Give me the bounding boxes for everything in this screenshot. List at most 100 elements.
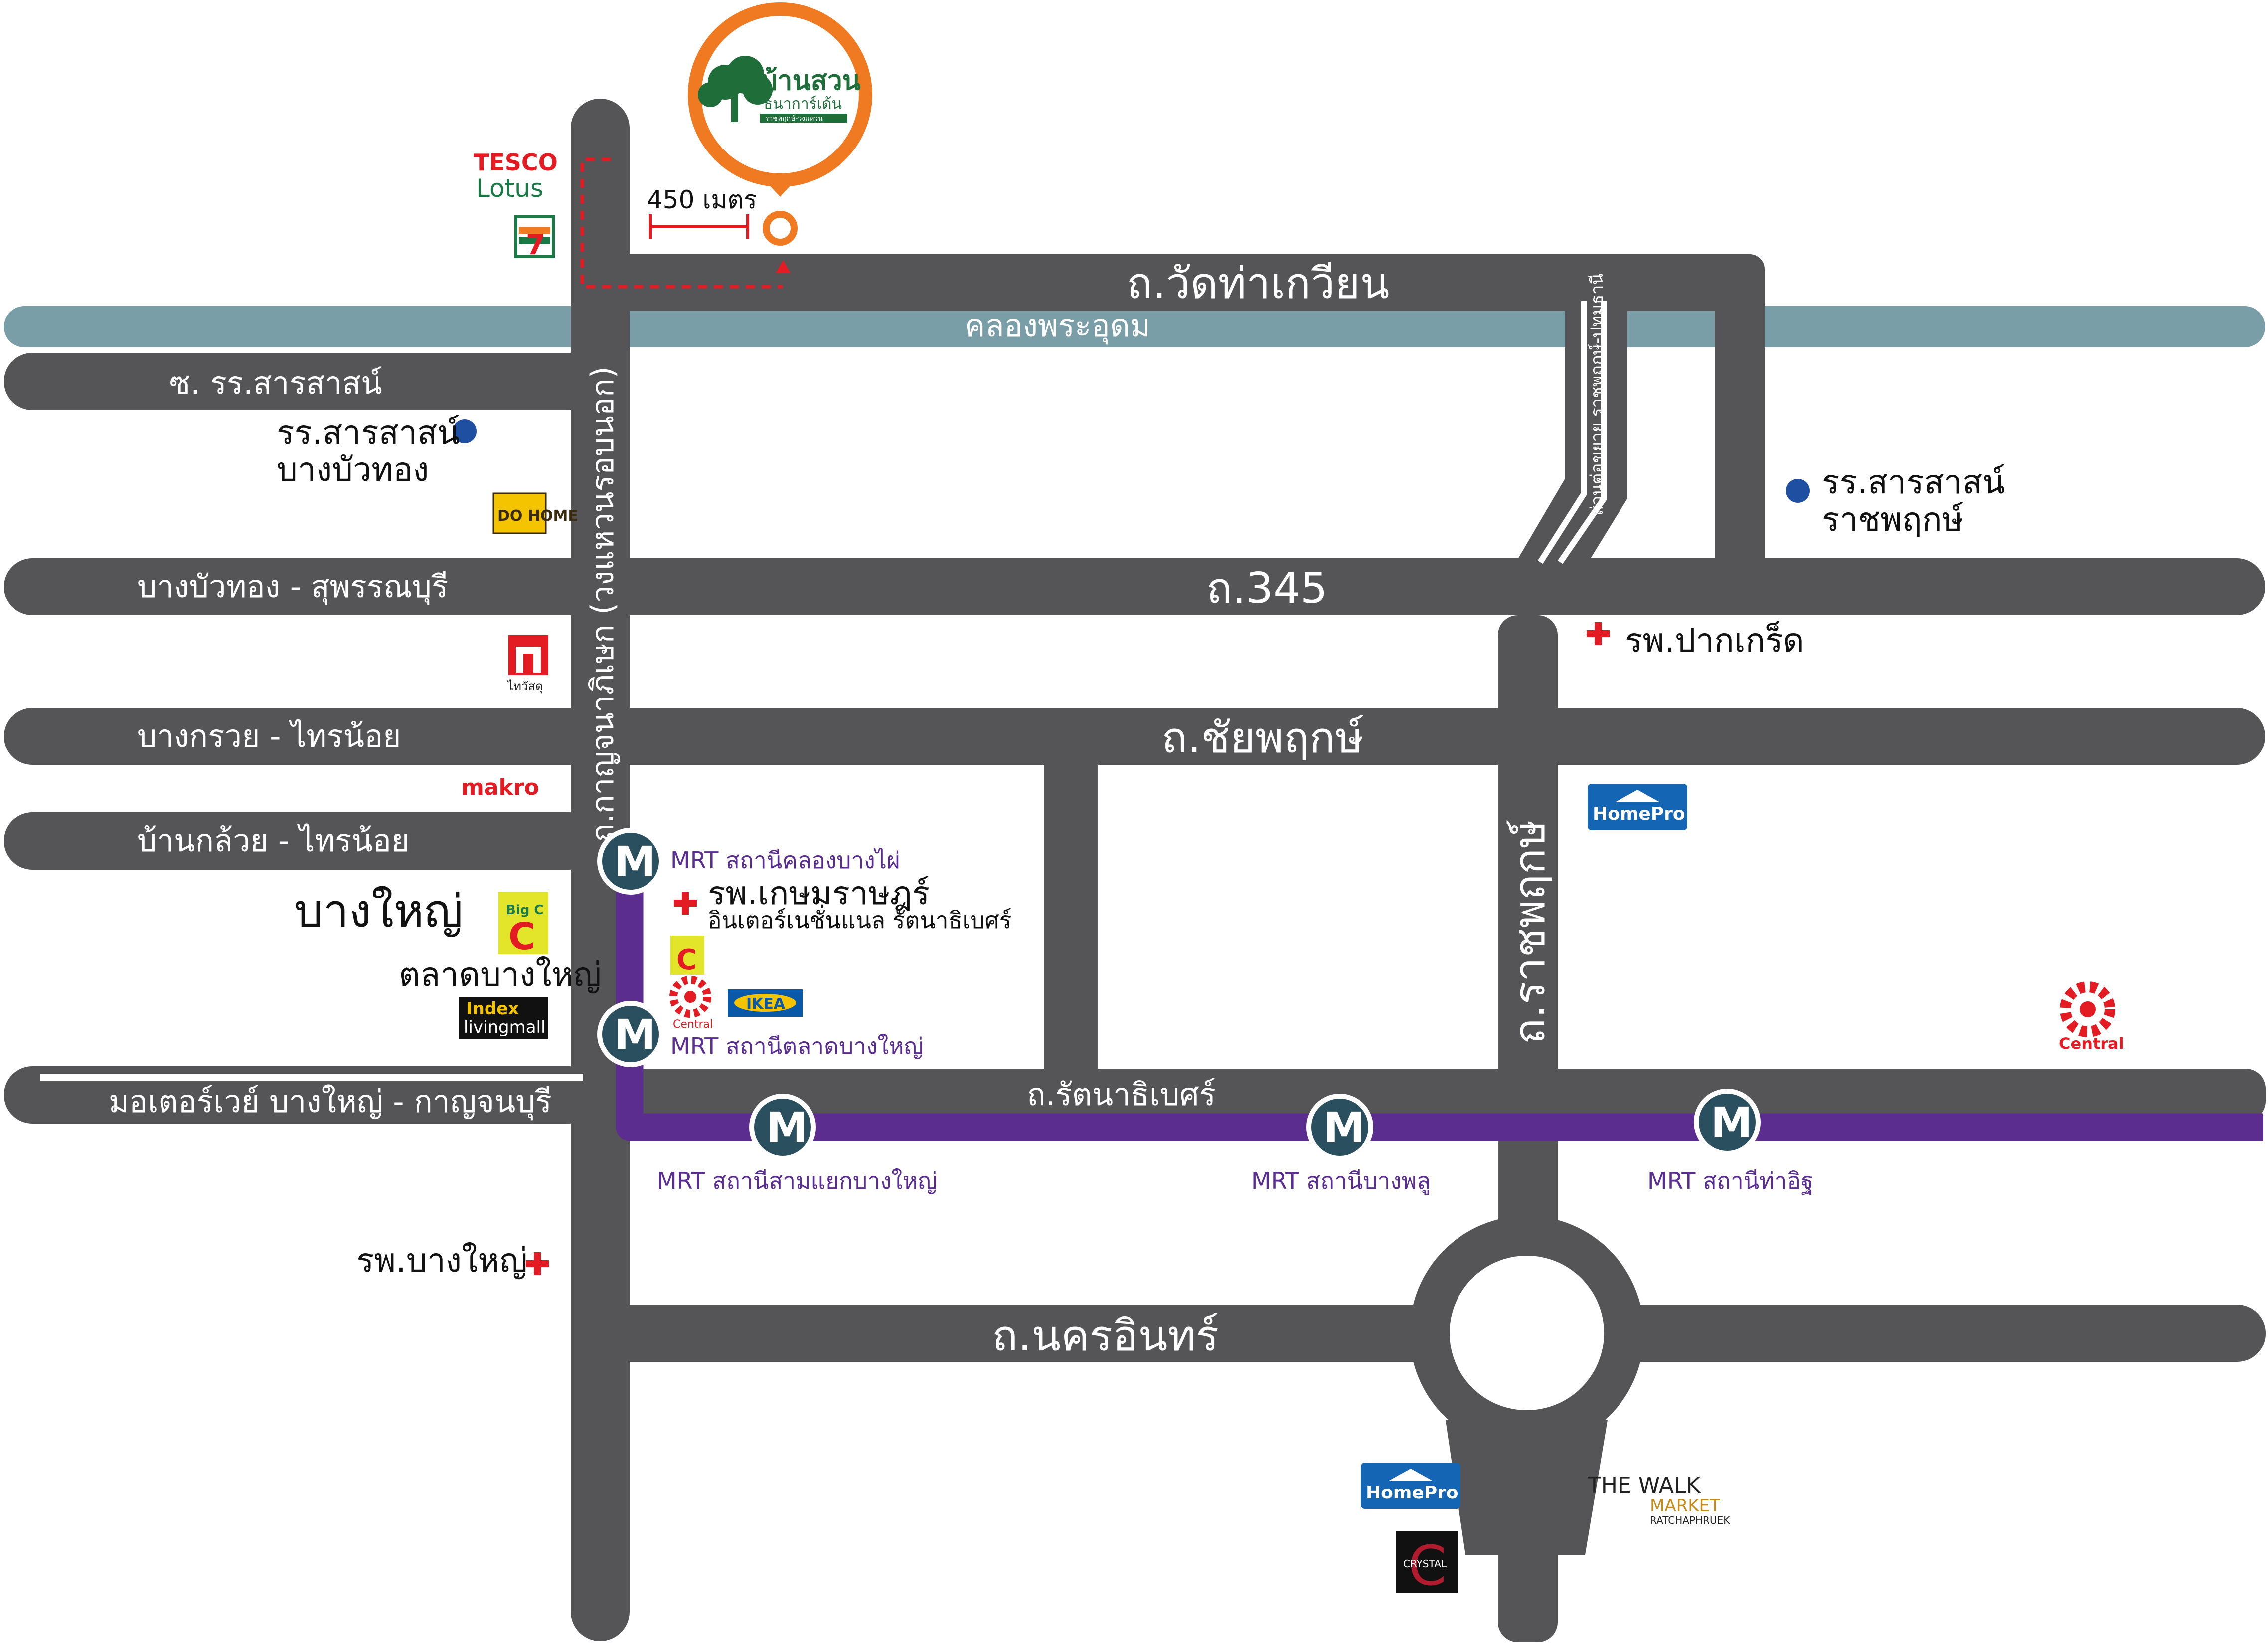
roundabout-arm: [1446, 1420, 1608, 1555]
road-label-345: ถ.345: [1206, 564, 1328, 613]
mrt-label-bang-phlu: MRT สถานีบางพลู: [1251, 1167, 1431, 1195]
route-arrow-icon: [776, 260, 791, 273]
school-dot-icon: [1786, 479, 1810, 503]
svg-text:RATCHAPHRUEK: RATCHAPHRUEK: [1650, 1514, 1730, 1526]
destination-tagline: ราชพฤกษ์-วงแหวน: [765, 114, 823, 123]
do-home-logo: DO HOME: [492, 492, 578, 534]
road-label-motorway: มอเตอร์เวย์ บางใหญ่ - กาญจนบุรี: [109, 1083, 552, 1120]
canal-label: คลองพระอุดม: [965, 307, 1150, 344]
homepro-logo: HomePro: [1361, 1463, 1460, 1509]
road-ban-kluai: [4, 812, 597, 870]
route-dashed: [580, 157, 783, 289]
destination-pin: บ้านสวน ธนาการ์เด้น ราชพฤกษ์-วงแหวน: [688, 2, 872, 246]
index-livingmall-logo: Index livingmall: [459, 997, 548, 1039]
road-bang-bua-thong: [4, 558, 2265, 615]
homepro-logo: HomePro: [1588, 784, 1687, 830]
svg-text:Central: Central: [2059, 1034, 2124, 1053]
hospital-pak-kret: รพ.ปากเกร็ด: [1625, 621, 1804, 660]
road-small-connector: [1044, 765, 1098, 1076]
mrt-marker-letter: M: [614, 1010, 656, 1059]
mrt-marker-letter: M: [766, 1103, 808, 1152]
svg-text:livingmall: livingmall: [464, 1017, 545, 1037]
school-dot-icon: [453, 419, 477, 443]
svg-text:Index: Index: [466, 999, 519, 1019]
svg-text:DO HOME: DO HOME: [497, 507, 578, 525]
road-wat-tha-kwian: [571, 254, 1765, 311]
mrt-station-bang-phlu: M: [1306, 1094, 1373, 1161]
ikea-logo: IKEA: [728, 989, 803, 1017]
road-ratchaphruek-extension: [1515, 299, 1627, 563]
distance-indicator: [649, 214, 749, 239]
mrt-marker-letter: M: [1711, 1098, 1753, 1147]
market-bang-yai: ตลาดบางใหญ่: [399, 955, 601, 994]
road-rattanathibet: [571, 1069, 2266, 1121]
hospital-cross-icon: [1587, 622, 1610, 645]
hospital-kasemrad-line1: รพ.เกษมราษฎร์: [708, 874, 930, 912]
school-sarasas-bbt-line2: บางบัวทอง: [277, 450, 429, 489]
mrt-label-tha-it: MRT สถานีท่าอิฐ: [1647, 1167, 1813, 1195]
road-soi-sarasas: [4, 353, 597, 410]
destination-name: บ้านสวน: [760, 65, 861, 96]
school-sarasas-rp-line2: ราชพฤกษ์: [1822, 500, 1963, 539]
tesco-lotus-logo: TESCO Lotus: [474, 149, 558, 203]
bigc-small-logo: C: [670, 936, 704, 976]
svg-text:Lotus: Lotus: [476, 174, 543, 203]
district-bang-yai: บางใหญ่: [294, 885, 463, 938]
road-bang-kruai: [4, 708, 2265, 765]
crystal-logo: C CRYSTAL: [1396, 1531, 1458, 1598]
svg-text:Central: Central: [673, 1018, 713, 1031]
svg-text:HomePro: HomePro: [1593, 804, 1685, 824]
motorway-divider: [40, 1074, 583, 1081]
road-label-kanchanaphisek: ถ.กาญจนาภิเษก (วงแหวนรอบนอก): [584, 366, 621, 842]
extension-divider: [1537, 301, 1607, 564]
seven-eleven-logo: 7: [514, 215, 555, 261]
the-walk-logo: THE WALK MARKET RATCHAPHRUEK: [1587, 1473, 1730, 1526]
svg-text:TESCO: TESCO: [474, 149, 558, 176]
mrt-station-sam-yaek-bang-yai: M: [749, 1094, 816, 1161]
central-logo: Central: [2059, 981, 2124, 1053]
hospital-bang-yai: รพ.บางใหญ่: [356, 1241, 527, 1280]
svg-text:C: C: [508, 915, 535, 958]
thai-watsadu-logo: ไทวัสดุ: [506, 635, 548, 694]
makro-logo: makro: [461, 775, 539, 800]
road-label-bang-bua-thong: บางบัวทอง - สุพรรณบุรี: [137, 568, 448, 605]
svg-text:ไทวัสดุ: ไทวัสดุ: [506, 679, 543, 694]
road-east-loop: [1715, 254, 1765, 578]
mrt-station-tha-it: M: [1694, 1089, 1761, 1156]
road-label-rattanathibet: ถ.รัตนาธิเบศร์: [1027, 1076, 1216, 1113]
central-logo: Central: [669, 976, 713, 1031]
road-label-bang-kruai: บางกรวย - ไทรน้อย: [137, 718, 401, 754]
mrt-station-khlong-bang-phai: M: [597, 828, 664, 895]
svg-text:C: C: [676, 944, 697, 976]
school-sarasas-bbt-line1: รร.สารสาสน์: [277, 413, 460, 451]
roundabout-center: [1450, 1256, 1604, 1410]
mrt-label-khlong-bang-phai: MRT สถานีคลองบางไผ่: [670, 847, 900, 874]
road-label-nakhon-in: ถ.นครอินทร์: [992, 1311, 1219, 1361]
tree-logo-icon: [698, 56, 773, 122]
svg-text:7: 7: [526, 229, 545, 261]
road-label-ratchaphruek: ถ.ราชพฤกษ์: [1505, 820, 1555, 1044]
road-label-soi-sarasas: ซ. รร.สารสาสน์: [169, 365, 382, 401]
mrt-marker-letter: M: [614, 837, 656, 886]
hospital-cross-icon: [526, 1252, 549, 1275]
hospital-kasemrad-line2: อินเตอร์เนชั่นแนล รัตนาธิเบศร์: [708, 904, 1012, 934]
canal: [4, 306, 2265, 347]
svg-text:IKEA: IKEA: [746, 995, 786, 1013]
svg-text:HomePro: HomePro: [1366, 1483, 1458, 1503]
road-label-wat-tha-kwian: ถ.วัดท่าเกวียน: [1127, 259, 1389, 308]
mrt-station-talad-bang-yai: M: [597, 1001, 664, 1067]
svg-text:CRYSTAL: CRYSTAL: [1403, 1558, 1447, 1570]
svg-text:C: C: [1408, 1534, 1447, 1598]
distance-label: 450 เมตร: [647, 185, 757, 214]
svg-text:Big C: Big C: [506, 903, 543, 918]
road-label-ratchaphruek-extension: ส่วนต่อขยาย ราชพฤกษ์-ปทุมธานี: [1587, 273, 1607, 516]
road-label-ban-kluai: บ้านกล้วย - ไทรน้อย: [137, 822, 409, 859]
road-label-chaiyaphruek: ถ.ชัยพฤกษ์: [1161, 713, 1364, 763]
mrt-marker-letter: M: [1323, 1103, 1365, 1152]
svg-text:THE WALK: THE WALK: [1587, 1473, 1701, 1498]
destination-subname: ธนาการ์เด้น: [764, 95, 842, 113]
school-sarasas-rp-line1: รร.สารสาสน์: [1822, 463, 2005, 501]
bigc-logo: Big C C: [498, 892, 548, 958]
mrt-label-sam-yaek-bang-yai: MRT สถานีสามแยกบางใหญ่: [657, 1167, 937, 1194]
